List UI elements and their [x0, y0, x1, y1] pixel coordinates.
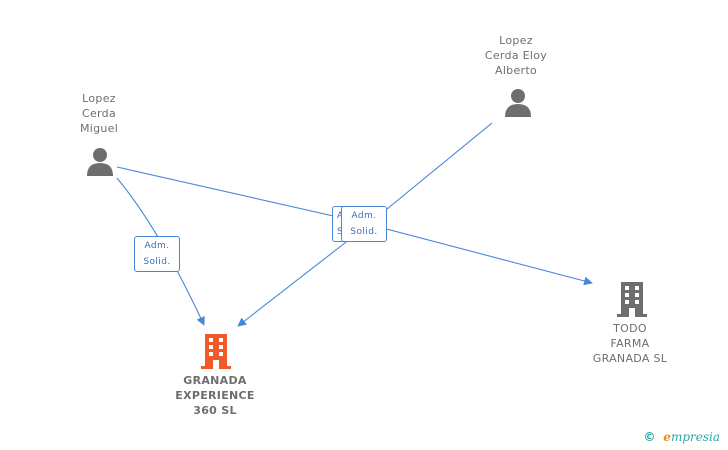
brand-logo: empresia — [663, 430, 720, 444]
edge-label-eloy-granada: Adm. Solid. — [341, 206, 387, 242]
copyright-icon: © — [643, 430, 656, 444]
company-todo-label[interactable]: TODO FARMA GRANADA SL — [592, 322, 668, 365]
person-eloy-label: Lopez Cerda Eloy Alberto — [484, 34, 548, 77]
person-miguel-label: Lopez Cerda Miguel — [79, 92, 119, 135]
edge-label-miguel-granada: Adm. Solid. — [134, 236, 180, 272]
building-icon[interactable] — [617, 282, 647, 321]
building-icon[interactable] — [201, 334, 231, 373]
company-granada-label[interactable]: GRANADA EXPERIENCE 360 SL — [175, 374, 255, 417]
brand-footer: © empresia — [643, 430, 720, 444]
person-icon[interactable] — [504, 88, 532, 121]
person-icon[interactable] — [86, 147, 114, 180]
